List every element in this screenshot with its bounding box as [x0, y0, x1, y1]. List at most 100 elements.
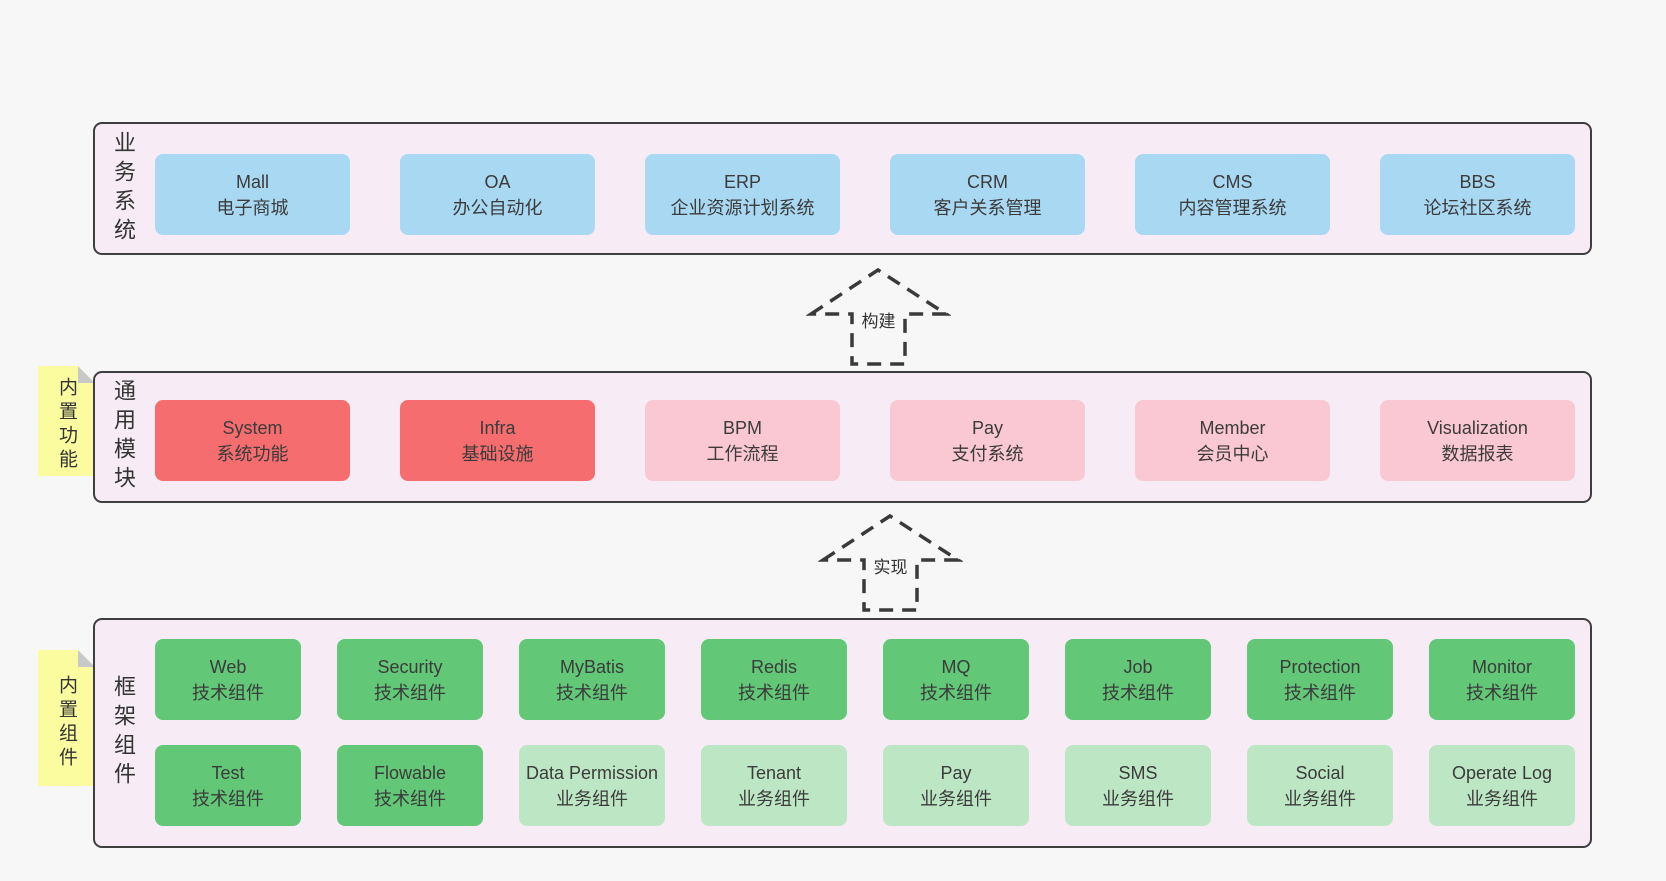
module-box: SMS 业务组件 [1065, 745, 1211, 826]
module-box: Visualization 数据报表 [1380, 400, 1575, 481]
module-title: Infra [479, 417, 516, 438]
module-title: Protection [1279, 656, 1361, 677]
module-subtitle: 技术组件 [1284, 682, 1356, 703]
module-box: Data Permission 业务组件 [519, 745, 665, 826]
module-title: Pay [971, 417, 1004, 438]
module-subtitle: 电子商城 [216, 197, 289, 218]
module-subtitle: 数据报表 [1441, 443, 1514, 464]
module-subtitle: 技术组件 [374, 788, 446, 809]
module-subtitle: 业务组件 [1284, 788, 1356, 809]
module-title: MQ [941, 656, 971, 677]
module-box: Flowable 技术组件 [337, 745, 483, 826]
module-title: Security [377, 656, 443, 677]
dashed-up-arrow [818, 513, 963, 612]
module-subtitle: 技术组件 [738, 682, 810, 703]
module-box: Web 技术组件 [155, 639, 301, 720]
implement-arrow-icon: 实现 [818, 510, 963, 614]
module-box: Pay 业务组件 [883, 745, 1029, 826]
module-title: SMS [1118, 762, 1158, 783]
build-arrow-icon: 构建 [806, 264, 951, 368]
module-box: MQ 技术组件 [883, 639, 1029, 720]
module-subtitle: 支付系统 [951, 443, 1024, 464]
band-business-systems: 业务系统 Mall 电子商城 OA 办公自动化 ERP 企业资源计划系统 [93, 122, 1592, 255]
module-subtitle: 基础设施 [461, 443, 534, 464]
module-title: Visualization [1427, 417, 1528, 438]
module-subtitle: 技术组件 [1102, 682, 1174, 703]
module-box: Monitor 技术组件 [1429, 639, 1575, 720]
module-box: BPM 工作流程 [645, 400, 840, 481]
module-title: OA [484, 171, 511, 192]
module-box: CRM 客户关系管理 [890, 154, 1085, 235]
module-box: BBS 论坛社区系统 [1380, 154, 1575, 235]
module-subtitle: 技术组件 [556, 682, 628, 703]
module-title: Redis [750, 656, 798, 677]
module-title: Tenant [746, 762, 802, 783]
module-title: ERP [723, 171, 761, 192]
module-subtitle: 论坛社区系统 [1423, 197, 1532, 218]
module-title: Data Permission [525, 762, 659, 783]
module-title: BBS [1459, 171, 1496, 192]
module-title: MyBatis [559, 656, 624, 677]
module-title: Flowable [373, 762, 447, 783]
module-box: System 系统功能 [155, 400, 350, 481]
sticky-note-builtin-features: 内置功能 [38, 366, 95, 476]
band-box-row: Web 技术组件 Security 技术组件 MyBatis 技术组件 Redi… [155, 639, 1575, 720]
module-title: Member [1199, 417, 1266, 438]
module-subtitle: 业务组件 [556, 788, 628, 809]
module-subtitle: 技术组件 [920, 682, 992, 703]
sticky-note-label: 内置组件 [56, 675, 77, 772]
band-common-modules: 通用模块 System 系统功能 Infra 基础设施 BPM 工作流程 [93, 371, 1592, 503]
module-subtitle: 工作流程 [706, 443, 779, 464]
module-box: Redis 技术组件 [701, 639, 847, 720]
band-side-label: 框架组件 [111, 675, 136, 791]
module-box: Job 技术组件 [1065, 639, 1211, 720]
module-box: ERP 企业资源计划系统 [645, 154, 840, 235]
module-box: Infra 基础设施 [400, 400, 595, 481]
module-subtitle: 技术组件 [374, 682, 446, 703]
module-subtitle: 会员中心 [1196, 443, 1269, 464]
module-subtitle: 业务组件 [738, 788, 810, 809]
module-box: Mall 电子商城 [155, 154, 350, 235]
module-title: CRM [967, 171, 1008, 192]
band-side-label: 通用模块 [111, 379, 136, 495]
module-title: Pay [940, 762, 972, 783]
sticky-note-label: 内置功能 [56, 377, 77, 474]
module-box: Tenant 业务组件 [701, 745, 847, 826]
module-box: Member 会员中心 [1135, 400, 1330, 481]
band-framework-components: 框架组件 Web 技术组件 Security 技术组件 MyBatis 技术组件 [93, 618, 1592, 848]
arrow-label: 实现 [870, 552, 911, 579]
module-title: Test [211, 762, 245, 783]
module-title: CMS [1212, 171, 1253, 192]
module-box: Protection 技术组件 [1247, 639, 1393, 720]
module-box: Operate Log 业务组件 [1429, 745, 1575, 826]
module-box: Security 技术组件 [337, 639, 483, 720]
module-subtitle: 技术组件 [192, 682, 264, 703]
module-box: MyBatis 技术组件 [519, 639, 665, 720]
arrow-label: 构建 [858, 306, 899, 333]
module-subtitle: 系统功能 [216, 443, 289, 464]
band-box-row: Test 技术组件 Flowable 技术组件 Data Permission … [155, 745, 1575, 826]
module-subtitle: 技术组件 [192, 788, 264, 809]
module-box: OA 办公自动化 [400, 154, 595, 235]
module-box: Pay 支付系统 [890, 400, 1085, 481]
module-box: Test 技术组件 [155, 745, 301, 826]
module-subtitle: 办公自动化 [452, 197, 543, 218]
module-title: BPM [722, 417, 762, 438]
sticky-note-builtin-components: 内置组件 [38, 650, 95, 786]
module-box: Social 业务组件 [1247, 745, 1393, 826]
band-box-row: System 系统功能 Infra 基础设施 BPM 工作流程 Pay 支付系统 [155, 400, 1575, 481]
module-title: Mall [235, 171, 269, 192]
module-title: System [222, 417, 283, 438]
module-title: Social [1295, 762, 1345, 783]
band-side-label: 业务系统 [111, 130, 136, 247]
module-title: Monitor [1471, 656, 1533, 677]
module-title: Operate Log [1451, 762, 1553, 783]
dashed-up-arrow [806, 267, 951, 366]
module-subtitle: 内容管理系统 [1178, 197, 1287, 218]
module-box: CMS 内容管理系统 [1135, 154, 1330, 235]
module-subtitle: 客户关系管理 [933, 197, 1042, 218]
module-subtitle: 业务组件 [1102, 788, 1174, 809]
module-subtitle: 业务组件 [920, 788, 992, 809]
module-title: Web [209, 656, 247, 677]
